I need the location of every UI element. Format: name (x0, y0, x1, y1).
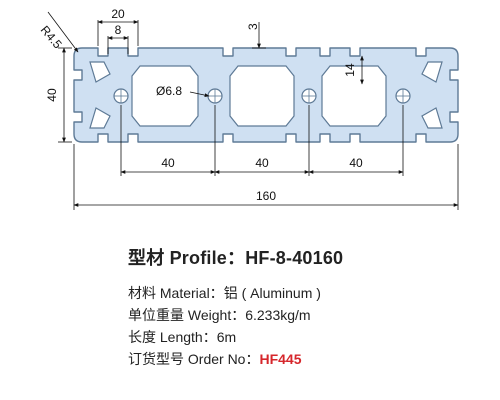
profile-cross-section-drawing: 20 8 R4.5 3 14 Ø6.8 40 40 40 40 160 (38, 7, 459, 210)
dim-profile-height: 40 (45, 88, 59, 102)
spec-row-order: 订货型号 Order No：HF445 (128, 348, 488, 370)
spec-label-order: 订货型号 Order No： (128, 351, 260, 367)
spec-row-length: 长度 Length：6m (128, 326, 488, 348)
spec-label-length: 长度 Length： (128, 329, 217, 345)
spec-value-material: 铝 ( Aluminum ) (223, 285, 321, 301)
dim-pitch-1: 40 (161, 156, 175, 170)
dim-total-width: 160 (256, 189, 276, 203)
dim-pitch-2: 40 (255, 156, 269, 170)
dim-top-width: 20 (111, 7, 125, 21)
dim-pitch-3: 40 (349, 156, 363, 170)
profile-title-label: 型材 Profile： (128, 248, 246, 268)
dim-hole-diameter: Ø6.8 (156, 84, 182, 98)
spec-panel: 型材 Profile：HF-8-40160 材料 Material：铝 ( Al… (128, 244, 488, 370)
dim-slot-width: 8 (115, 23, 122, 37)
dim-slot-depth: 14 (343, 63, 357, 77)
profile-title: 型材 Profile：HF-8-40160 (128, 244, 488, 270)
spec-label-weight: 单位重量 Weight： (128, 307, 246, 323)
spec-value-length: 6m (216, 329, 237, 345)
spec-row-material: 材料 Material：铝 ( Aluminum ) (128, 282, 488, 304)
spec-value-order-number: HF445 (259, 351, 302, 367)
spec-label-material: 材料 Material： (128, 285, 224, 301)
dim-corner-radius: R4.5 (38, 23, 65, 52)
profile-cavities (89, 61, 443, 129)
spec-row-weight: 单位重量 Weight：6.233kg/m (128, 304, 488, 326)
spec-value-weight: 6.233kg/m (245, 307, 311, 323)
profile-title-value: HF-8-40160 (245, 248, 344, 268)
dim-lip-thickness: 3 (246, 23, 260, 30)
